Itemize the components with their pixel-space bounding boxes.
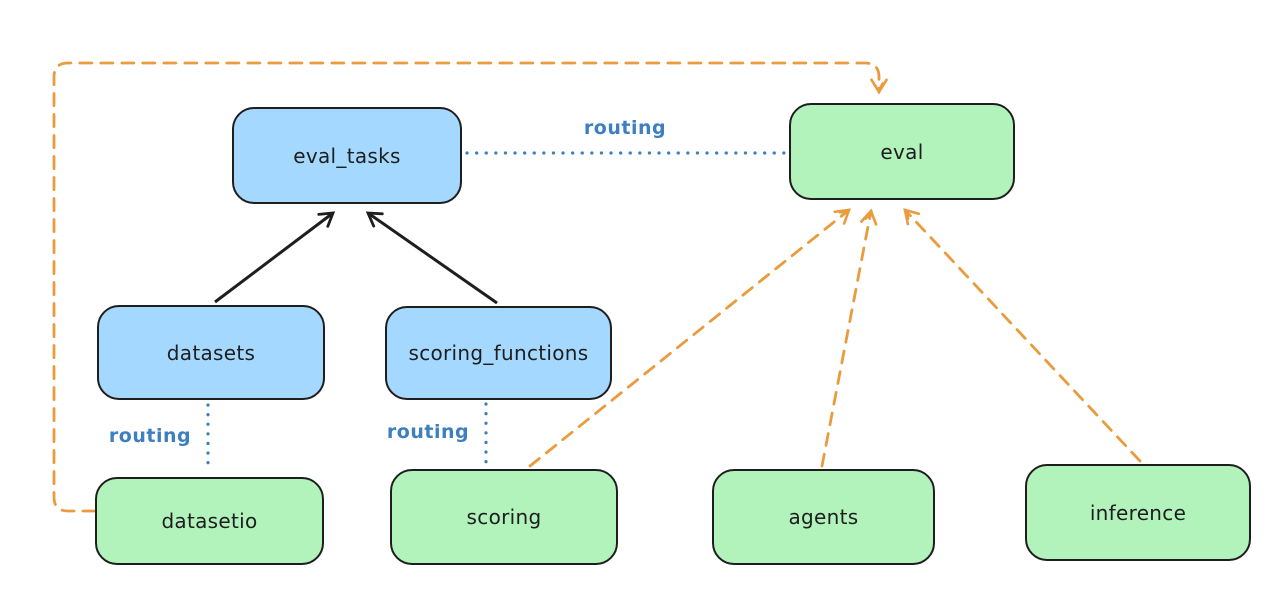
node-scoring-label: scoring xyxy=(466,505,542,529)
node-eval-label: eval xyxy=(880,139,924,164)
node-agents-label: agents xyxy=(788,505,859,529)
node-agents: agents xyxy=(712,469,935,565)
node-datasetio-label: datasetio xyxy=(161,509,258,533)
node-eval_tasks-label: eval_tasks xyxy=(293,143,401,168)
node-eval_tasks: eval_tasks xyxy=(232,107,462,204)
node-eval: eval xyxy=(789,103,1015,200)
node-scoring_functions-label: scoring_functions xyxy=(408,341,589,365)
edge-agents-to-eval xyxy=(820,208,878,468)
edge-datasets-to-eval_tasks xyxy=(214,211,336,304)
edge-scoring_functions-to-eval_tasks xyxy=(365,211,498,305)
node-datasets-label: datasets xyxy=(166,340,256,365)
node-datasetio: datasetio xyxy=(95,477,324,565)
edge-inference-to-eval xyxy=(903,208,1142,463)
node-scoring: scoring xyxy=(390,469,618,565)
routing-label-scoring_functions-scoring: routing xyxy=(386,421,470,443)
node-inference: inference xyxy=(1025,464,1251,561)
node-scoring_functions: scoring_functions xyxy=(385,306,612,400)
node-inference-label: inference xyxy=(1089,500,1187,525)
node-datasets: datasets xyxy=(97,305,325,400)
routing-label-eval_tasks-eval: routing xyxy=(583,117,667,139)
routing-label-datasets-datasetio: routing xyxy=(108,425,192,447)
